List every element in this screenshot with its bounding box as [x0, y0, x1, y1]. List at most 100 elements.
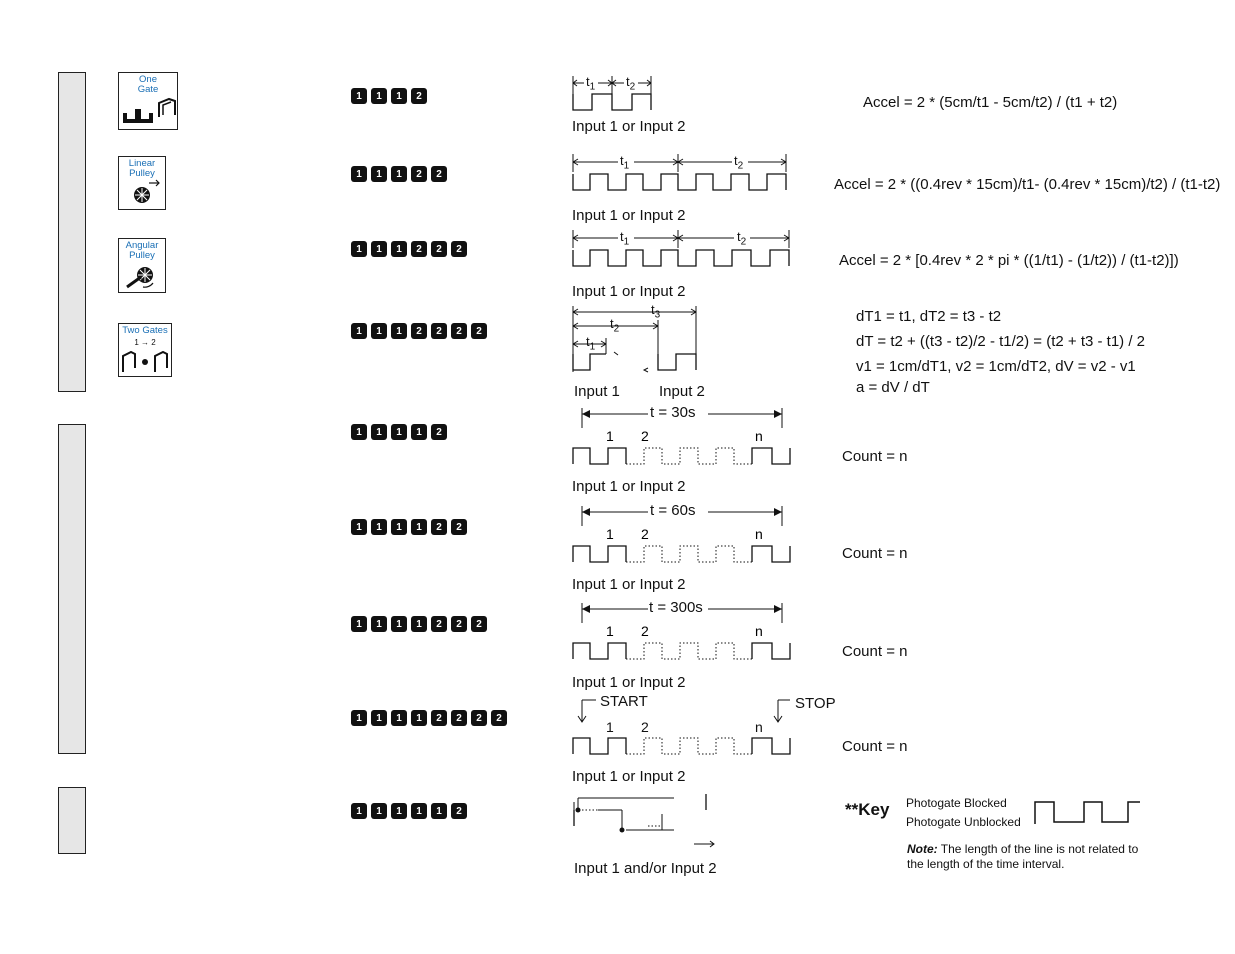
note-label: Note: [907, 842, 938, 856]
keypad-key-2: 2 [451, 803, 467, 819]
formula-two-gates-line-4: a = dV / dT [856, 379, 930, 396]
pulse-label-one: 1 [606, 428, 614, 444]
t-sub: 2 [629, 81, 636, 93]
keypad-key-2: 2 [451, 710, 467, 726]
key-legend-note-2: the length of the time interval. [907, 857, 1065, 871]
period-label-6: t = 300s [649, 599, 703, 616]
t-sub: 2 [613, 323, 620, 335]
start-label: START [600, 693, 648, 710]
keypad-key-1: 1 [411, 803, 427, 819]
t-label: t [620, 229, 624, 244]
pulse-label-n: n [755, 526, 763, 542]
keypad-key-2: 2 [431, 323, 447, 339]
keypad-key-1: 1 [351, 323, 367, 339]
note-text: The length of the line is not related to [940, 842, 1139, 856]
timing-t1-label-2: t1 [620, 229, 629, 248]
keypad-key-2: 2 [451, 616, 467, 632]
keypad-key-1: 1 [391, 616, 407, 632]
formula-count-300s: Count = n [842, 643, 908, 660]
period-label-4: t = 30s [650, 404, 696, 421]
angular-pulley-icon-label: Angular Pulley [125, 240, 159, 261]
formula-two-gates-line-2: dT = t2 + ((t3 - t2)/2 - t1/2) = (t2 + t… [856, 333, 1146, 350]
timing-t3-label-3: t3 [651, 302, 660, 321]
keypad-key-2: 2 [411, 323, 427, 339]
inputs-label-1: Input 1 or Input 2 [572, 207, 686, 224]
timing-t2-label-0: t2 [626, 74, 635, 93]
timing-diagram-linear-pulley [572, 154, 787, 191]
t-label: t [737, 229, 741, 244]
keypad-key-2: 2 [431, 424, 447, 440]
keypad-key-2: 2 [411, 88, 427, 104]
inputs-label-0: Input 1 or Input 2 [572, 118, 686, 135]
keypad-key-2: 2 [451, 241, 467, 257]
keypad-key-1: 1 [371, 710, 387, 726]
pulse-label-two: 2 [641, 526, 649, 542]
two-gates-icon-sub: 1 → 2 [134, 338, 156, 347]
keypad-key-2: 2 [451, 519, 467, 535]
timing-t2-label-2: t2 [737, 229, 746, 248]
keypad-key-1: 1 [371, 616, 387, 632]
keypad-key-2: 2 [431, 710, 447, 726]
t-sub: 2 [737, 160, 744, 172]
formula-linear-pulley: Accel = 2 * ((0.4rev * 15cm)/t1- (0.4rev… [834, 176, 1221, 193]
keypad-key-1: 1 [351, 519, 367, 535]
keypad-key-2: 2 [471, 616, 487, 632]
t-sub: 2 [740, 236, 747, 248]
keypad-key-1: 1 [391, 710, 407, 726]
keypad-key-1: 1 [411, 616, 427, 632]
keypad-key-1: 1 [411, 424, 427, 440]
keypad-key-2: 2 [471, 323, 487, 339]
formula-angular-pulley: Accel = 2 * [0.4rev * 2 * pi * ((1/t1) -… [839, 252, 1179, 269]
keypad-key-1: 1 [391, 803, 407, 819]
formula-one-gate: Accel = 2 * (5cm/t1 - 5cm/t2) / (t1 + t2… [863, 94, 1118, 111]
pulse-label-one: 1 [606, 623, 614, 639]
t-label: t [734, 153, 738, 168]
two-gates-icon-label: Two Gates [122, 325, 168, 336]
angular-pulley-icon: Angular Pulley [118, 238, 166, 293]
t-label: t [586, 334, 590, 349]
pulse-label-two: 2 [641, 428, 649, 444]
section-bar-counting [58, 424, 86, 754]
keypad-key-1: 1 [391, 323, 407, 339]
two-gates-icon: Two Gates 1 → 2 [118, 323, 172, 377]
keypad-key-1: 1 [351, 241, 367, 257]
keypad-key-1: 1 [371, 519, 387, 535]
inputs-left-label-3: Input 1 [574, 383, 620, 400]
key-legend-note: Note: The length of the line is not rela… [907, 842, 1138, 856]
pulse-label-n: n [755, 623, 763, 639]
timing-t1-label-3: t1 [586, 334, 595, 353]
timing-diagram-manual [573, 794, 715, 848]
formula-two-gates-line-1: dT1 = t1, dT2 = t3 - t2 [856, 308, 1002, 325]
t-label: t [586, 74, 590, 89]
pulse-label-two: 2 [641, 623, 649, 639]
keypad-key-2: 2 [431, 616, 447, 632]
timing-diagram-two-gates [572, 306, 697, 373]
t-sub: 1 [623, 236, 630, 248]
stop-label: STOP [795, 695, 836, 712]
keypad-key-1: 1 [391, 424, 407, 440]
keypad-key-2: 2 [431, 166, 447, 182]
keypad-key-2: 2 [471, 710, 487, 726]
inputs-label-7: Input 1 or Input 2 [572, 768, 686, 785]
keypad-key-1: 1 [351, 88, 367, 104]
t-sub: 1 [623, 160, 630, 172]
keypad-key-1: 1 [391, 519, 407, 535]
t-sub: 1 [589, 341, 596, 353]
inputs-label-4: Input 1 or Input 2 [572, 478, 686, 495]
t-sub: 1 [589, 81, 596, 93]
formula-two-gates-line-3: v1 = 1cm/dT1, v2 = 1cm/dT2, dV = v2 - v1 [856, 358, 1136, 375]
one-gate-icon-label: One Gate [137, 74, 159, 95]
keypad-key-1: 1 [391, 88, 407, 104]
keypad-key-1: 1 [371, 241, 387, 257]
section-bar-gates [58, 72, 86, 392]
key-legend-blocked: Photogate Blocked [906, 796, 1007, 810]
t-label: t [620, 153, 624, 168]
